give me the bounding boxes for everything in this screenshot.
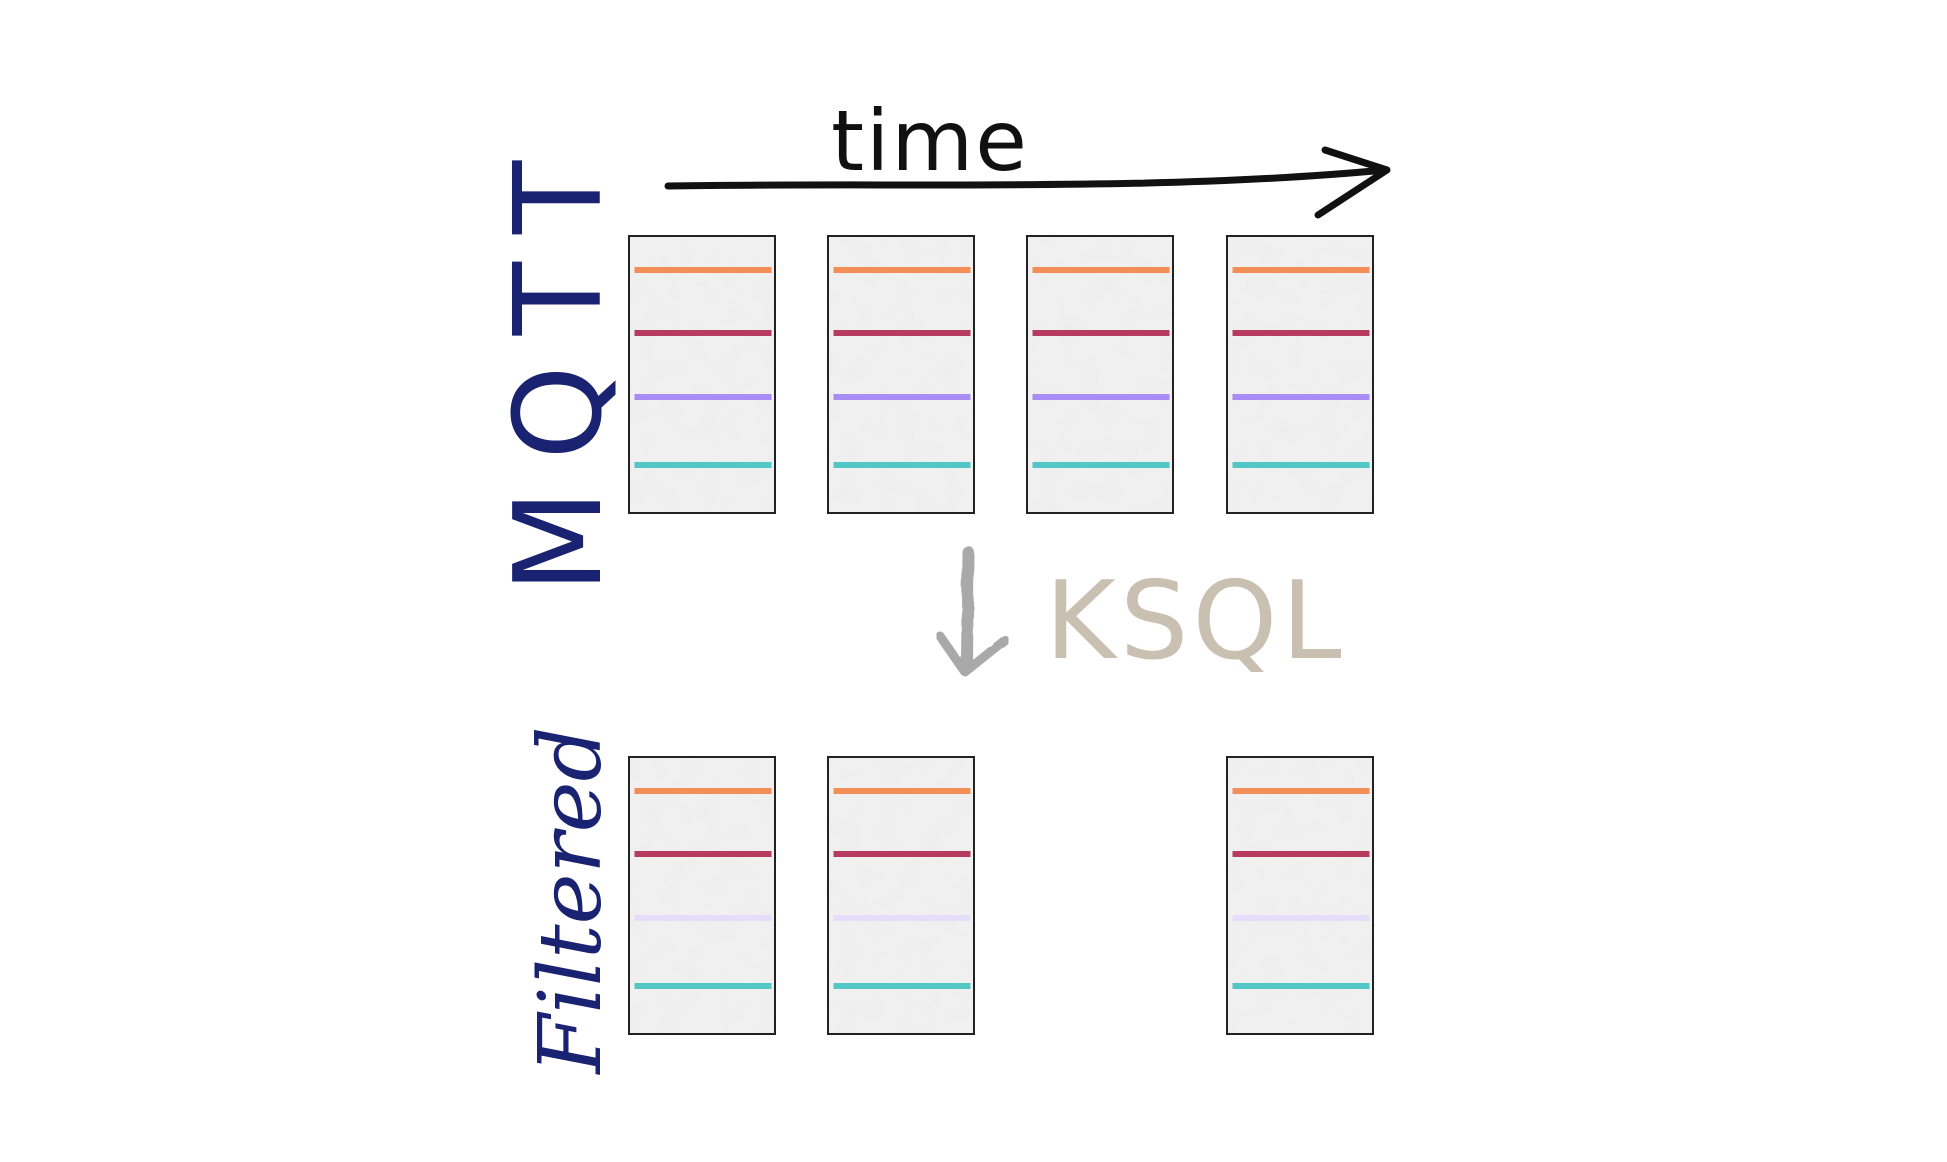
filtered-stripe-teal	[827, 971, 977, 1001]
mqtt-frames	[628, 235, 1376, 514]
filtered-frames	[628, 756, 1376, 1035]
mqtt-frame-2	[827, 235, 977, 514]
ksql-down-arrow	[935, 546, 1010, 677]
mqtt-stripe-crimson	[827, 318, 977, 348]
filtered-stripe-crimson	[827, 839, 977, 869]
filtered-stripe-orange	[628, 776, 778, 806]
filtered-stripe-orange	[827, 776, 977, 806]
mqtt-frame-border	[827, 235, 975, 514]
mqtt-frame-3	[1026, 235, 1176, 514]
mqtt-stripe-orange	[827, 255, 977, 285]
mqtt-frame-border	[1026, 235, 1174, 514]
mqtt-row-label: MQTT	[490, 131, 629, 593]
mqtt-stripe-crimson	[1026, 318, 1176, 348]
mqtt-frame-border	[628, 235, 776, 514]
filtered-frame-1	[628, 756, 778, 1035]
filtered-frame-border	[628, 756, 776, 1035]
time-arrow	[664, 146, 1391, 219]
mqtt-stripe-crimson	[1226, 318, 1376, 348]
mqtt-stripe-violet	[628, 382, 778, 412]
filtered-row-label: Filtered	[521, 726, 621, 1075]
mqtt-stripe-teal	[827, 450, 977, 480]
filtered-frame-4	[1226, 756, 1376, 1035]
mqtt-frame-4	[1226, 235, 1376, 514]
filtered-stripe-teal	[1226, 971, 1376, 1001]
mqtt-frame-border	[1226, 235, 1374, 514]
mqtt-stripe-teal	[628, 450, 778, 480]
filtered-frame-2	[827, 756, 977, 1035]
filtered-stripe-crimson	[1226, 839, 1376, 869]
filtered-stripe-violet_faded	[628, 903, 778, 933]
filtered-stripe-crimson	[628, 839, 778, 869]
mqtt-stripe-orange	[1226, 255, 1376, 285]
filtered-frame-border	[1226, 756, 1374, 1035]
mqtt-stripe-violet	[1026, 382, 1176, 412]
mqtt-stripe-violet	[827, 382, 977, 412]
ksql-label: KSQL	[1045, 559, 1346, 684]
mqtt-stripe-orange	[1026, 255, 1176, 285]
mqtt-frame-1	[628, 235, 778, 514]
mqtt-stripe-crimson	[628, 318, 778, 348]
mqtt-stripe-teal	[1226, 450, 1376, 480]
mqtt-stripe-teal	[1026, 450, 1176, 480]
filtered-stripe-orange	[1226, 776, 1376, 806]
filtered-stripe-teal	[628, 971, 778, 1001]
time-label: time	[831, 92, 1029, 190]
mqtt-stripe-violet	[1226, 382, 1376, 412]
filtered-stripe-violet_faded	[1226, 903, 1376, 933]
mqtt-stripe-orange	[628, 255, 778, 285]
filtered-frame-border	[827, 756, 975, 1035]
filtered-stripe-violet_faded	[827, 903, 977, 933]
